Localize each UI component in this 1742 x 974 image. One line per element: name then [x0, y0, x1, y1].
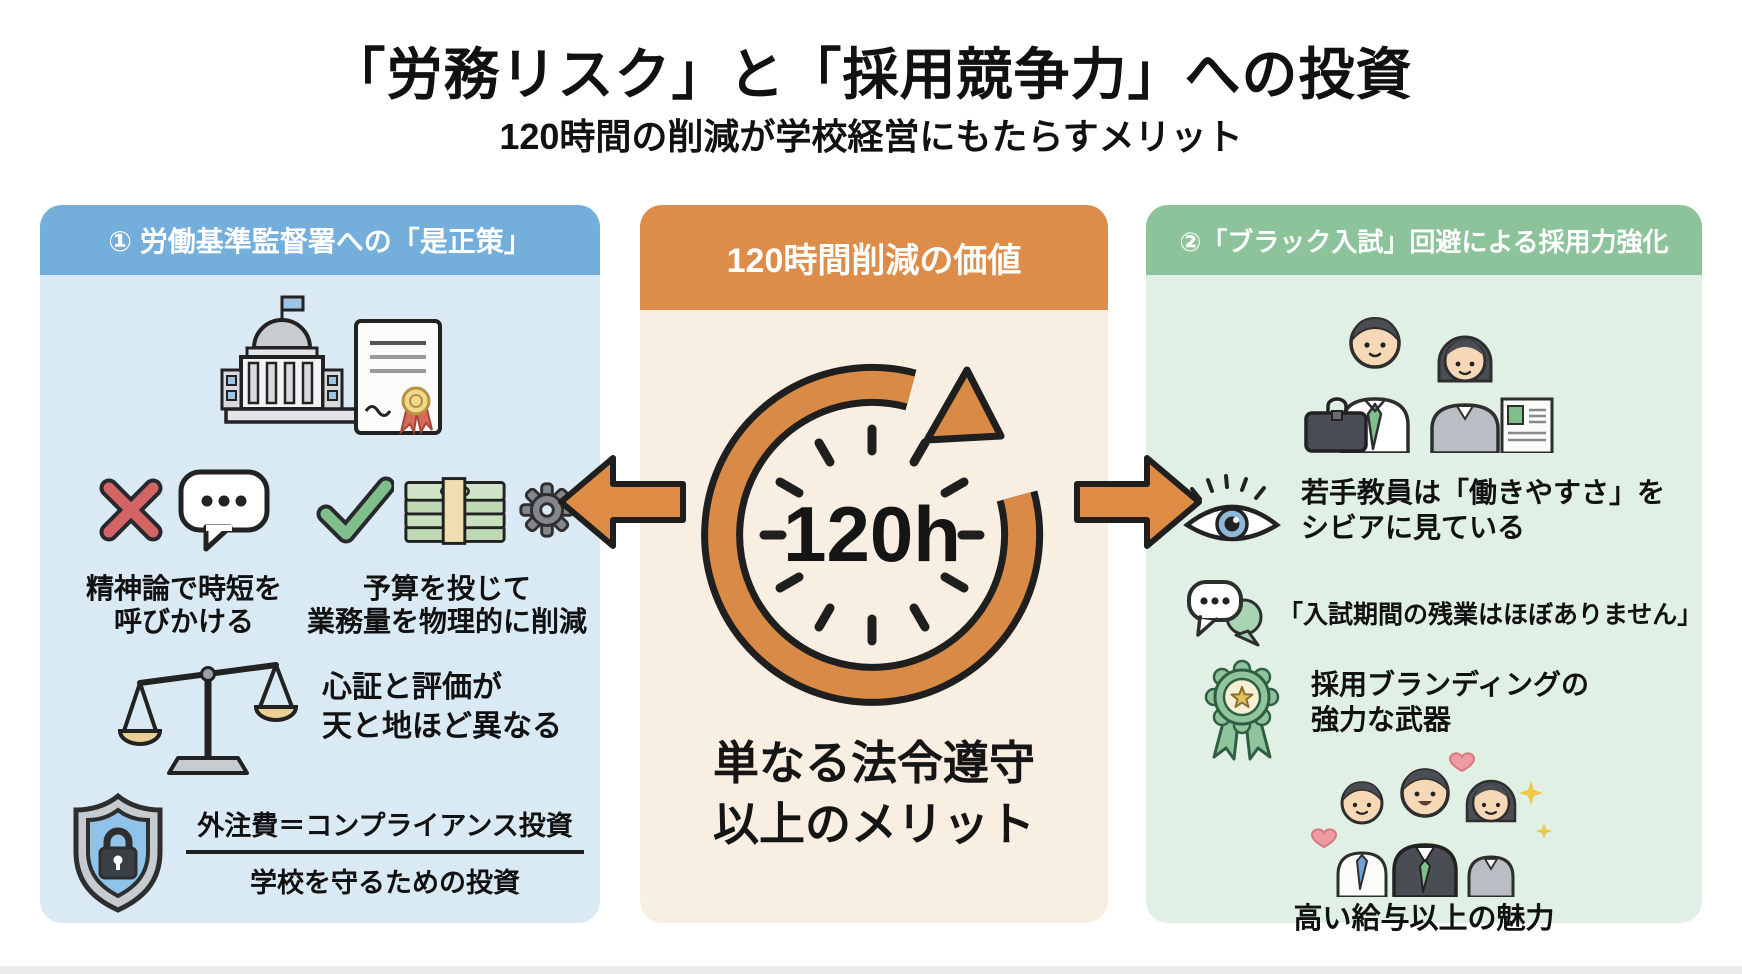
- bad-caption-line1: 精神論で時短を: [85, 573, 282, 604]
- balance-scale-icon: [118, 662, 298, 775]
- center-message-line2: 以上のメリット: [713, 797, 1035, 850]
- shield-text-numerator: 外注費＝コンプライアンス投資: [197, 811, 573, 841]
- quote-text: 「入試期間の残業はほぼありません」: [1278, 601, 1703, 629]
- scale-text-line1: 心証と評価が: [322, 671, 502, 704]
- labor-bureau-panel: ① 労働基準監督署への「是正策」: [40, 205, 600, 923]
- money-stack-icon: [404, 477, 506, 545]
- sparkle-icon: [1536, 823, 1552, 839]
- value-panel: 120時間削減の価値 120h 単な: [640, 205, 1108, 923]
- right-panel-header: ②「ブラック入試」回避による採用力強化: [1146, 205, 1702, 275]
- government-building-icon: [220, 295, 442, 436]
- page-title: 「労務リスク」と「採用競争力」への投資: [329, 43, 1413, 106]
- arrow-right-icon: [1074, 455, 1202, 549]
- award-text-line2: 強力な武器: [1311, 704, 1452, 735]
- team-caption: 高い給与以上の魅力: [1293, 903, 1555, 935]
- arrow-left-icon: [558, 455, 686, 549]
- chat-bubbles-icon: [1187, 580, 1263, 647]
- red-cross-icon: [99, 478, 163, 542]
- bottom-divider: [0, 966, 1742, 974]
- bad-caption-line2: 呼びかける: [113, 606, 254, 638]
- speech-bubble-icon: [178, 469, 270, 552]
- clock-ticks: [759, 424, 985, 646]
- clock-label: 120h: [783, 490, 961, 578]
- recruiting-panel: ②「ブラック入試」回避による採用力強化: [1146, 205, 1703, 935]
- center-panel-title: 120時間削減の価値: [726, 242, 1022, 280]
- eye-text-line1: 若手教員は「働きやすさ」を: [1301, 477, 1666, 508]
- young-teachers-pair-icon: [1304, 316, 1554, 453]
- happy-teachers-group-icon: [1310, 752, 1552, 897]
- gear-icon: [519, 482, 575, 538]
- fraction-divider: [186, 850, 584, 854]
- scale-text-line2: 天と地ほど異なる: [322, 710, 562, 743]
- good-caption-line1: 予算を投じて: [362, 573, 531, 604]
- eye-text-line2: シビアに見ている: [1301, 512, 1526, 543]
- heart-icon: [1310, 828, 1338, 849]
- bad-approach-item: 精神論で時短を 呼びかける: [58, 460, 310, 638]
- green-check-icon: [316, 476, 394, 544]
- sparkle-icon: [1519, 781, 1543, 805]
- award-text-line1: 採用ブランディングの: [1311, 669, 1590, 700]
- left-panel-header: ① 労働基準監督署への「是正策」: [40, 205, 600, 275]
- shield-text-denominator: 学校を守るための投資: [250, 868, 520, 898]
- center-message: 単なる法令遵守 以上のメリット: [640, 733, 1108, 854]
- heart-icon: [1448, 752, 1476, 773]
- clock-cycle-arrow-icon: 120h: [701, 363, 1044, 706]
- eye-icon: [1183, 474, 1281, 542]
- left-panel-title: ① 労働基準監督署への「是正策」: [108, 226, 532, 257]
- award-ribbon-icon: [1204, 659, 1280, 761]
- good-approach-item: 予算を投じて 業務量を物理的に削減: [302, 460, 592, 638]
- good-caption-line2: 業務量を物理的に削減: [306, 606, 587, 638]
- certificate-document-icon: [354, 319, 442, 436]
- page-subtitle: 120時間の削減が学校経営にもたらすメリット: [499, 116, 1243, 157]
- center-message-line1: 単なる法令遵守: [713, 737, 1035, 789]
- center-panel-header: 120時間削減の価値: [640, 205, 1108, 310]
- right-panel-title: ②「ブラック入試」回避による採用力強化: [1179, 226, 1669, 257]
- shield-lock-icon: [73, 792, 163, 913]
